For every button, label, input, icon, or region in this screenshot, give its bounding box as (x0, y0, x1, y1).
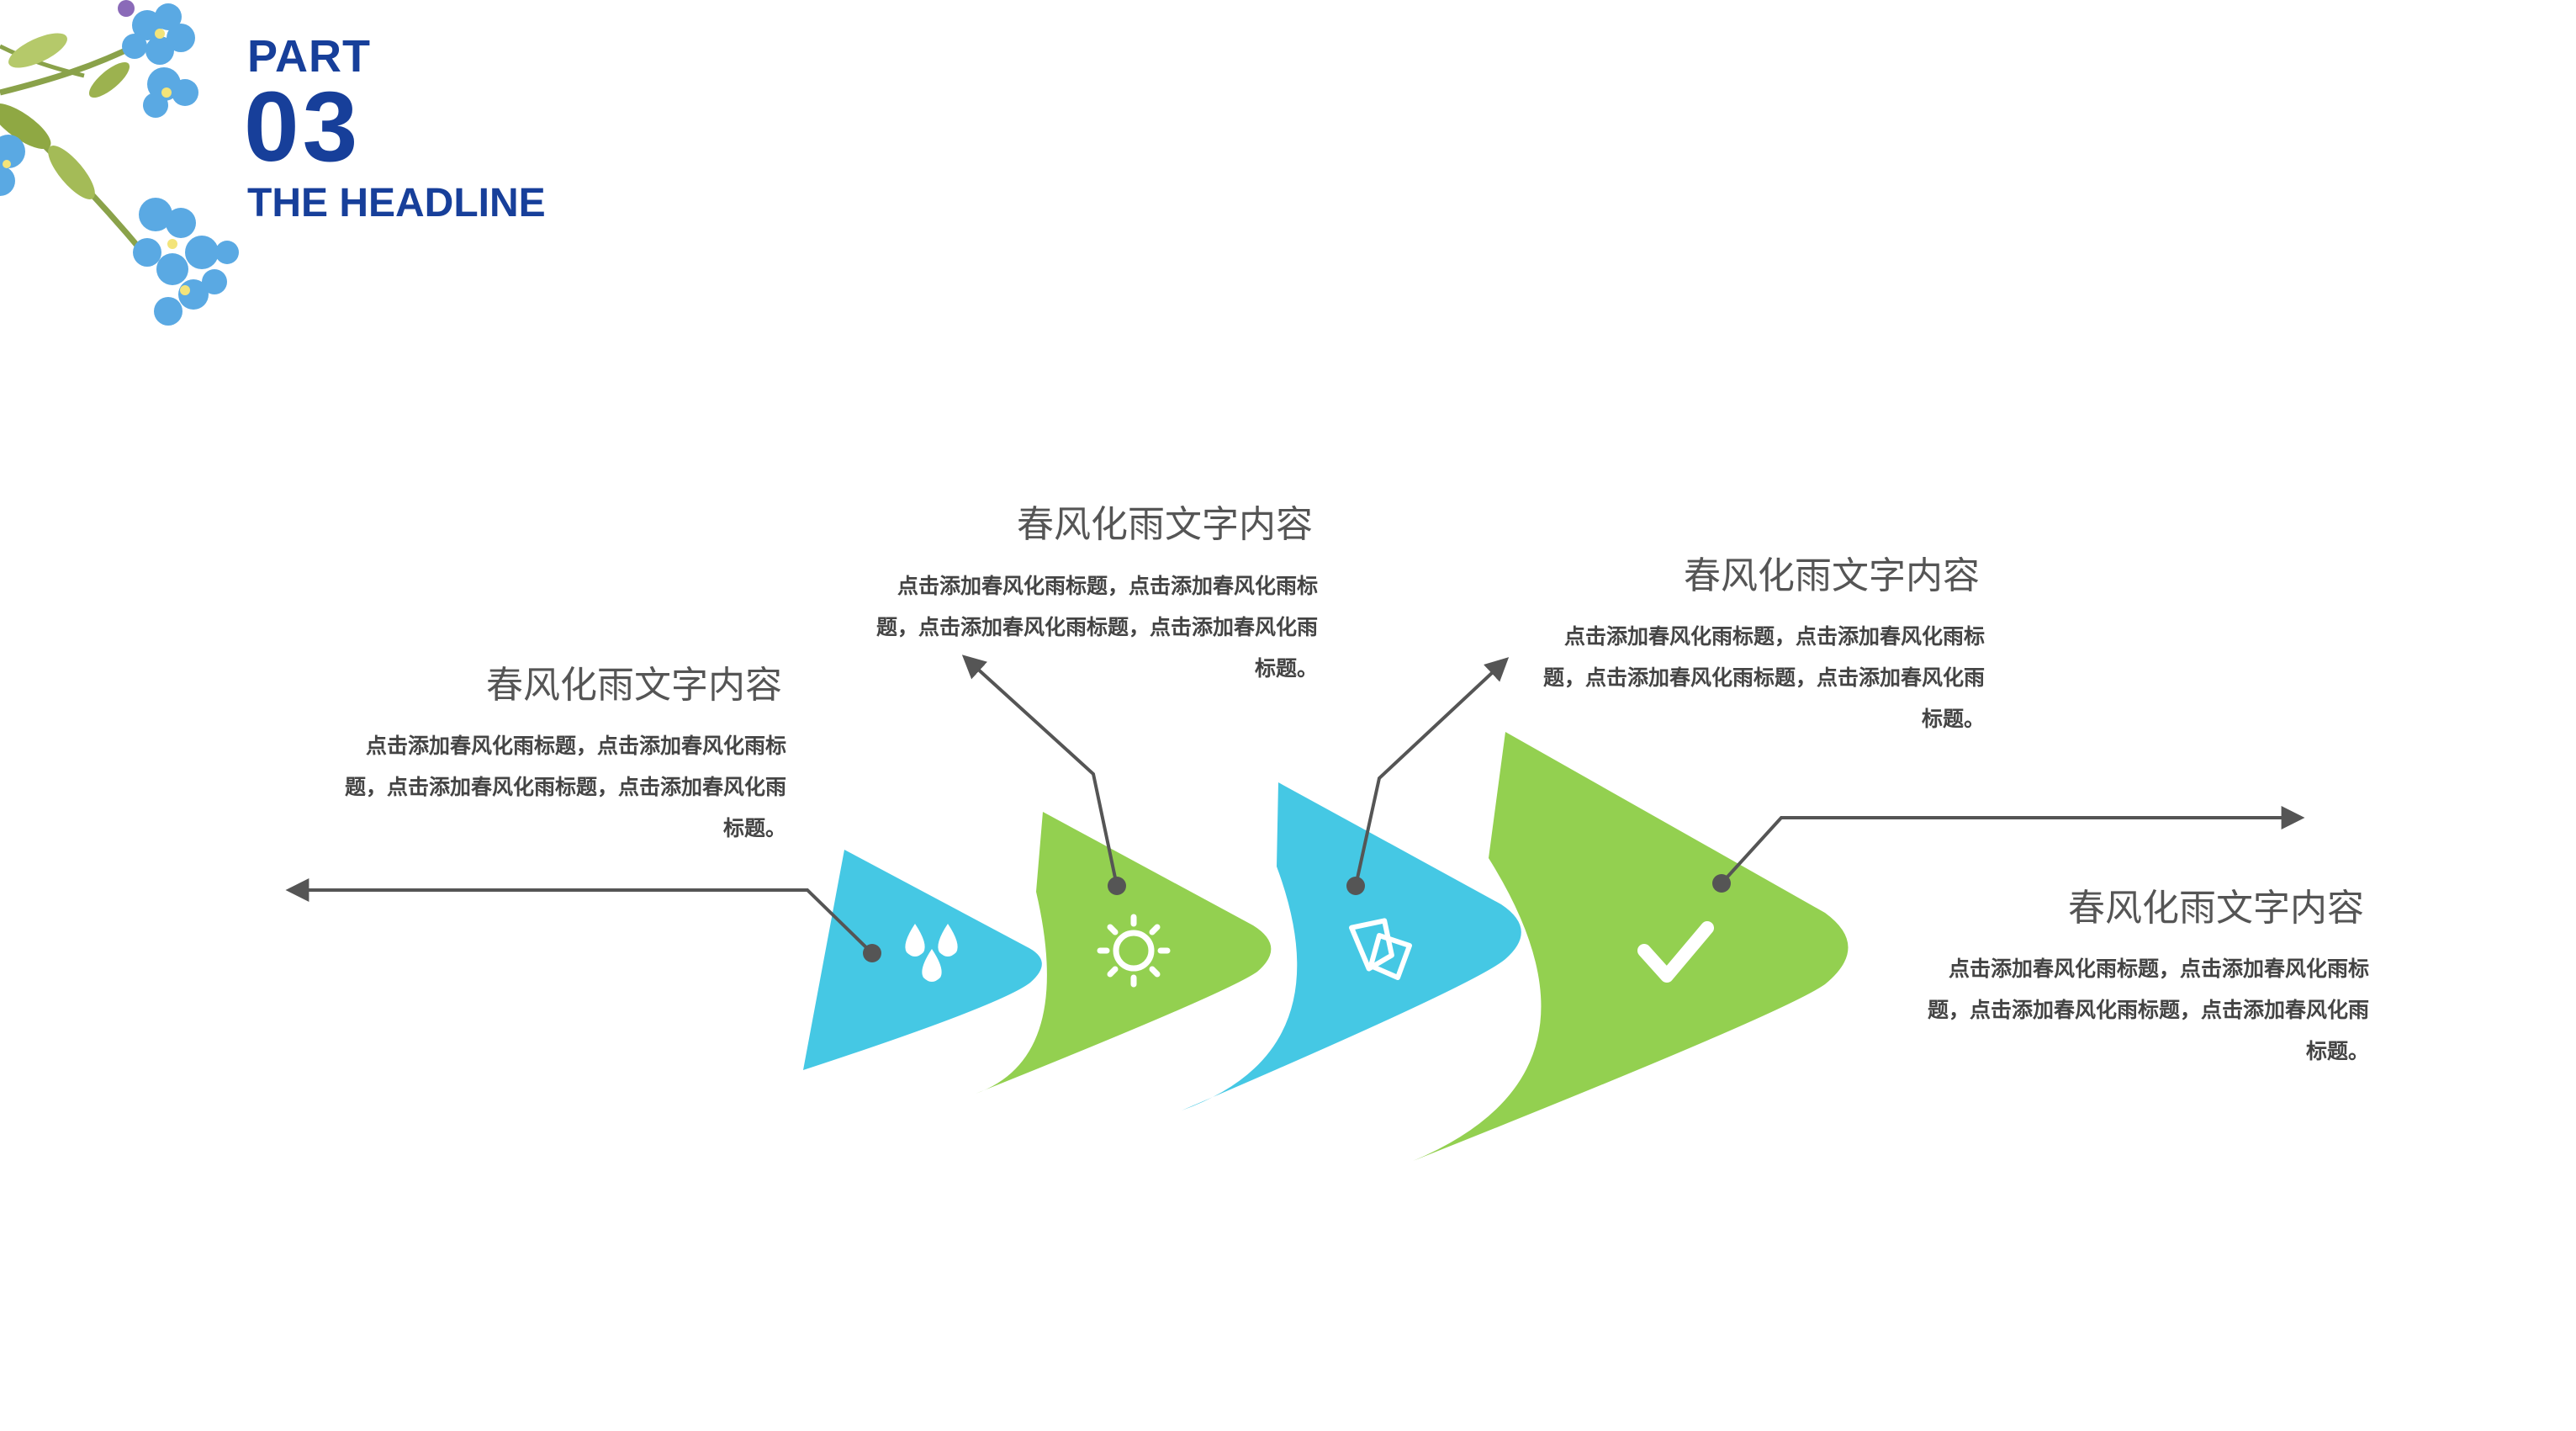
part-label: PART (247, 31, 371, 82)
block-1-desc: 点击添加春风化雨标题，点击添加春风化雨标题，点击添加春风化雨标题，点击添加春风化… (344, 734, 786, 840)
block-2-title: 春风化雨文字内容 (1017, 503, 1313, 546)
block-3-title: 春风化雨文字内容 (1684, 554, 1980, 597)
connector-1 (285, 878, 881, 962)
water-drops-icon (905, 924, 958, 982)
connector-2 (961, 655, 1126, 895)
connector-3 (1346, 657, 1510, 895)
arrow-1 (803, 841, 1042, 1070)
connector-4 (1712, 806, 2305, 893)
block-4-title: 春风化雨文字内容 (2068, 887, 2364, 930)
documents-icon (1349, 918, 1412, 980)
checkmark-icon (1637, 921, 1714, 983)
flower-decoration (0, 0, 239, 326)
part-number: 03 (244, 72, 362, 183)
block-4-desc: 点击添加春风化雨标题，点击添加春风化雨标题，点击添加春风化雨标题，点击添加春风化… (1927, 957, 2369, 1063)
sun-icon (1097, 914, 1171, 988)
block-2-desc: 点击添加春风化雨标题，点击添加春风化雨标题，点击添加春风化雨标题，点击添加春风化… (875, 574, 1318, 681)
arrow-2 (976, 812, 1272, 1094)
arrow-4 (1413, 732, 1849, 1161)
headline: THE HEADLINE (247, 181, 546, 225)
block-1-title: 春风化雨文字内容 (486, 664, 782, 707)
arrow-3 (1182, 782, 1521, 1110)
block-3-desc: 点击添加春风化雨标题，点击添加春风化雨标题，点击添加春风化雨标题，点击添加春风化… (1542, 624, 1985, 731)
